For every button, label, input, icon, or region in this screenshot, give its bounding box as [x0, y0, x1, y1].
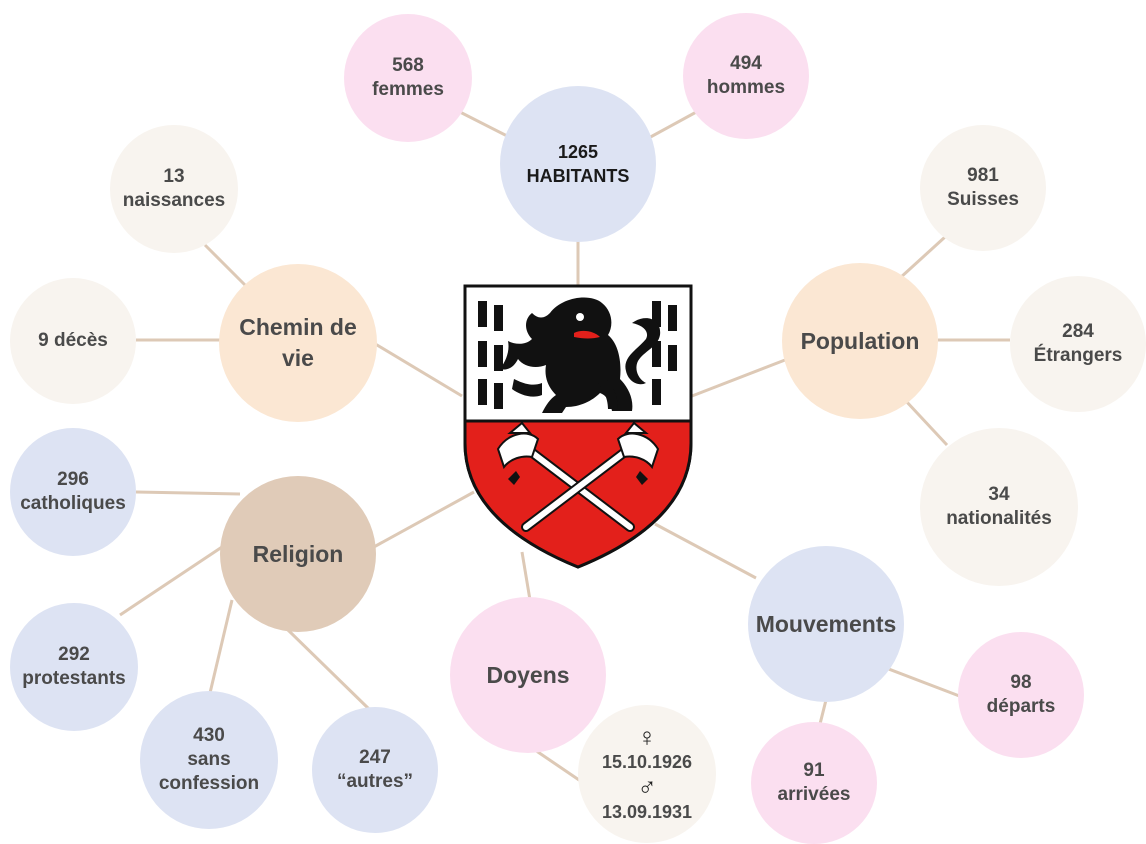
women-label: femmes	[372, 79, 444, 100]
connector	[520, 551, 532, 601]
connector	[644, 108, 701, 142]
births-value: 13	[163, 166, 185, 187]
connector	[119, 543, 226, 617]
swiss-bubble: 981 Suisses	[920, 125, 1046, 251]
connector	[691, 358, 786, 398]
nationalities-value: 34	[988, 484, 1010, 505]
arrivals-label: arrivées	[777, 784, 851, 805]
foreigners-bubble: 284 Étrangers	[1010, 276, 1146, 412]
elders-dates-bubble: ♀ 15.10.1926 ♂ 13.09.1931	[578, 705, 716, 843]
departures-label: départs	[986, 696, 1056, 717]
no-religion-value: 430	[193, 725, 225, 746]
deaths-bubble: 9 décès	[10, 278, 136, 404]
other-religion-value: 247	[359, 747, 391, 768]
births-bubble: 13 naissances	[110, 125, 238, 253]
connector	[885, 666, 963, 699]
life-path-bubble: Chemin de vie	[219, 264, 377, 422]
protestants-label: protestants	[22, 668, 126, 689]
total-inhabitants-label: HABITANTS	[526, 166, 630, 186]
religion-bubble: Religion	[220, 476, 376, 632]
connector	[135, 490, 241, 496]
births-label: naissances	[122, 190, 226, 211]
population-bubble: Population	[782, 263, 938, 419]
women-value: 568	[392, 55, 424, 76]
connector	[371, 490, 475, 550]
elders-bubble: Doyens	[450, 597, 606, 753]
no-religion-label-line2: confession	[158, 773, 260, 794]
population-title: Population	[800, 327, 920, 354]
coat-of-arms-icon	[463, 284, 693, 569]
connector	[286, 628, 372, 712]
movements-bubble: Mouvements	[748, 546, 904, 702]
movements-title: Mouvements	[755, 610, 897, 637]
male-elder-date: 13.09.1931	[601, 802, 693, 822]
connector	[898, 235, 947, 280]
arrivals-value: 91	[803, 760, 825, 781]
connector	[818, 699, 828, 725]
women-bubble: 568 femmes	[344, 14, 472, 142]
connector	[208, 599, 234, 694]
connector	[203, 243, 247, 287]
nationalities-label: nationalités	[946, 508, 1052, 529]
men-bubble: 494 hommes	[683, 13, 809, 139]
men-value: 494	[730, 53, 762, 74]
other-religion-bubble: 247 “autres”	[312, 707, 438, 833]
catholics-bubble: 296 catholiques	[10, 428, 136, 556]
no-religion-bubble: 430 sans confession	[140, 691, 278, 829]
total-inhabitants-bubble: 1265 HABITANTS	[500, 86, 656, 242]
departures-bubble: 98 départs	[958, 632, 1084, 758]
deaths-text: 9 décès	[38, 330, 108, 351]
catholics-label: catholiques	[20, 493, 126, 514]
connector	[531, 746, 583, 784]
total-inhabitants-value: 1265	[557, 142, 599, 162]
swiss-value: 981	[967, 165, 999, 186]
foreigners-label: Étrangers	[1033, 345, 1123, 366]
no-religion-label-line1: sans	[187, 749, 231, 770]
religion-title: Religion	[252, 540, 344, 567]
connector	[371, 340, 463, 398]
departures-value: 98	[1010, 672, 1032, 693]
arrivals-bubble: 91 arrivées	[751, 722, 877, 844]
female-elder-date: 15.10.1926	[601, 752, 693, 772]
elders-title: Doyens	[486, 661, 570, 688]
protestants-value: 292	[58, 644, 90, 665]
female-symbol-icon: ♀	[637, 722, 657, 752]
men-label: hommes	[706, 77, 786, 98]
other-religion-label: “autres”	[336, 771, 414, 792]
connector	[654, 522, 757, 580]
swiss-label: Suisses	[947, 189, 1019, 210]
nationalities-bubble: 34 nationalités	[920, 428, 1078, 586]
male-symbol-icon: ♂	[637, 772, 657, 802]
connector	[903, 398, 949, 447]
foreigners-value: 284	[1062, 321, 1094, 342]
life-path-title: Chemin de vie	[239, 314, 357, 371]
catholics-value: 296	[57, 469, 89, 490]
protestants-bubble: 292 protestants	[10, 603, 138, 731]
